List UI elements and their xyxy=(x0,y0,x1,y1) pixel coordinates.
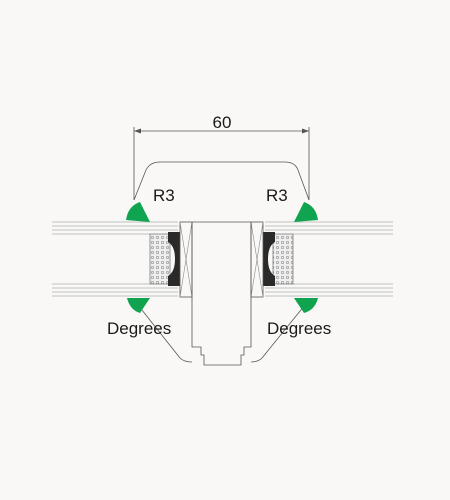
angle-label-left: Degrees xyxy=(107,319,171,338)
dimension-60 xyxy=(133,127,310,200)
glass-panel-left xyxy=(52,221,178,297)
angle-label-right: Degrees xyxy=(267,319,331,338)
dimension-label: 60 xyxy=(213,113,232,132)
spacer-right xyxy=(272,233,294,285)
seal-bottom-right xyxy=(294,298,318,313)
bottom-plate-profile xyxy=(133,299,310,363)
radius-label-left: R3 xyxy=(153,186,175,205)
seal-bottom-left xyxy=(127,298,150,313)
spacer-left xyxy=(149,233,171,285)
seal-top-left xyxy=(126,202,150,222)
gasket-left xyxy=(168,232,180,286)
radius-label-right: R3 xyxy=(266,186,288,205)
cap-profile xyxy=(133,161,310,201)
mullion-body xyxy=(179,221,264,366)
seal-top-right xyxy=(294,202,318,222)
gasket-right xyxy=(263,232,275,286)
glass-panel-right xyxy=(265,221,393,297)
